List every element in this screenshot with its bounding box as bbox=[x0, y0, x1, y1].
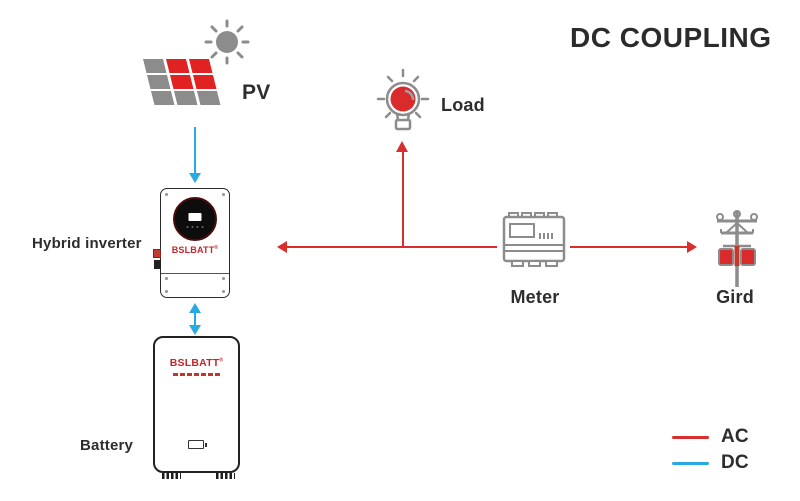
led-dot bbox=[191, 226, 194, 228]
registered-mark: ® bbox=[214, 245, 219, 251]
grid-label: Gird bbox=[716, 287, 754, 307]
panel-cell bbox=[189, 59, 213, 73]
screw-dot bbox=[222, 277, 225, 280]
inverter-panel-seam bbox=[161, 273, 229, 274]
panel-cell bbox=[173, 91, 198, 105]
arrowhead-up-icon bbox=[189, 303, 201, 313]
battery-charge-icon bbox=[188, 440, 207, 449]
led-dot bbox=[201, 226, 204, 228]
inverter-indicator-leds bbox=[186, 226, 204, 228]
arrowhead-left-icon bbox=[277, 241, 287, 253]
panel-cell bbox=[169, 75, 194, 89]
pv-label: PV bbox=[242, 81, 271, 104]
screw-dot bbox=[165, 193, 168, 196]
battery-terminal-nub bbox=[204, 443, 207, 447]
ac-line-to-load bbox=[402, 150, 404, 248]
legend-dc-label: DC bbox=[721, 452, 749, 473]
legend-dc-line bbox=[672, 462, 709, 465]
arrowhead-right-icon bbox=[687, 241, 697, 253]
panel-cell bbox=[150, 91, 175, 105]
battery-foot bbox=[216, 473, 235, 479]
ac-line-meter-to-grid bbox=[570, 246, 688, 248]
dc-line-pv-to-inverter bbox=[194, 127, 196, 174]
arrowhead-up-icon bbox=[396, 141, 408, 152]
inverter-screen bbox=[188, 213, 202, 221]
hybrid-inverter-label: Hybrid inverter bbox=[32, 235, 142, 252]
legend-ac-line bbox=[672, 436, 709, 439]
arrowhead-down-icon bbox=[189, 325, 201, 335]
battery-brand-tagline bbox=[172, 373, 221, 376]
meter-label: Meter bbox=[510, 287, 560, 307]
registered-mark: ® bbox=[219, 357, 224, 364]
inverter-side-connector-black bbox=[154, 260, 161, 269]
load-label: Load bbox=[441, 95, 485, 115]
page-title: DC COUPLING bbox=[570, 22, 772, 53]
legend-ac-label: AC bbox=[721, 426, 749, 447]
inverter-display-ring bbox=[173, 197, 217, 241]
screw-dot bbox=[165, 290, 168, 293]
inverter-side-connector-red bbox=[153, 249, 161, 258]
panel-cell bbox=[146, 75, 171, 89]
energy-meter-icon bbox=[502, 212, 566, 267]
battery-device: BSLBATT® bbox=[153, 336, 240, 479]
screw-dot bbox=[222, 193, 225, 196]
led-dot bbox=[196, 226, 199, 228]
light-bulb-icon bbox=[376, 68, 430, 131]
power-pole-icon bbox=[716, 210, 758, 287]
hybrid-inverter-device: BSLBATT® bbox=[153, 188, 230, 298]
panel-cell bbox=[192, 75, 217, 89]
screw-dot bbox=[165, 277, 168, 280]
panel-cell bbox=[166, 59, 190, 73]
panel-cell bbox=[143, 59, 167, 73]
screw-dot bbox=[222, 290, 225, 293]
solar-panel-icon bbox=[143, 59, 221, 105]
battery-brand-logo: BSLBATT® bbox=[169, 357, 224, 369]
dc-line-inverter-battery bbox=[194, 311, 196, 327]
battery-foot bbox=[162, 473, 181, 479]
sun-icon bbox=[204, 19, 250, 65]
led-dot bbox=[186, 226, 189, 228]
panel-cell bbox=[196, 91, 221, 105]
battery-label: Battery bbox=[80, 437, 134, 454]
ac-line-meter-to-inverter bbox=[286, 246, 497, 248]
arrowhead-down-icon bbox=[189, 173, 201, 183]
inverter-brand-logo: BSLBATT® bbox=[171, 245, 219, 255]
